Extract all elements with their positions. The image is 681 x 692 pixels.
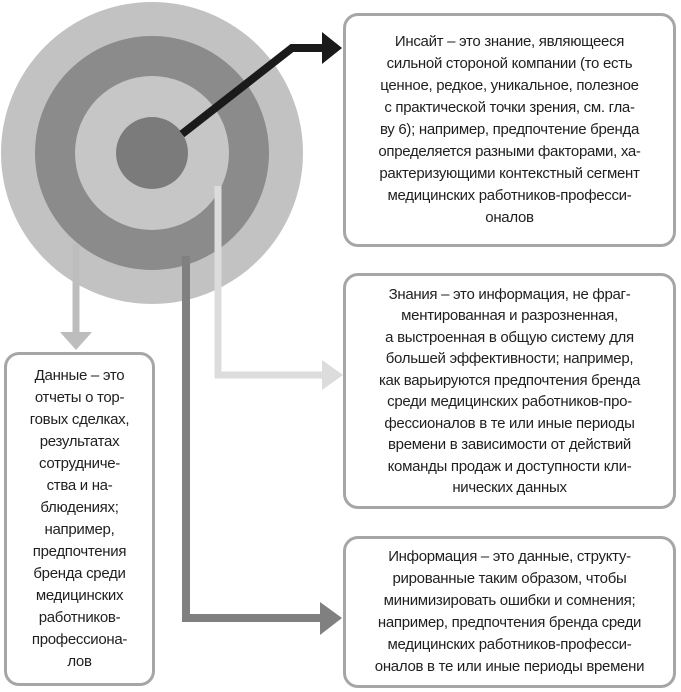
- knowledge-arrow-line: [214, 186, 324, 379]
- information-box-text: Информация – это данные, структу- рирова…: [374, 548, 645, 675]
- data-box-text: Данные – это отчеты о тор- говых сделках…: [29, 367, 130, 670]
- bullseye-center-dot: [116, 117, 188, 189]
- information-arrow-head: [320, 602, 342, 635]
- insight-arrow-head: [322, 32, 342, 64]
- insight-arrow-line: [179, 44, 324, 138]
- insight-box-text: Инсайт – это знание, являющееся сильной …: [378, 33, 641, 226]
- insight-box: Инсайт – это знание, являющееся сильной …: [343, 13, 676, 247]
- information-arrow-line: [182, 256, 322, 622]
- data-box: Данные – это отчеты о тор- говых сделках…: [4, 352, 155, 686]
- knowledge-box-text: Знания – это информация, не фраг- ментир…: [378, 285, 641, 497]
- knowledge-box: Знания – это информация, не фраг- ментир…: [343, 273, 676, 509]
- data-arrow-head: [60, 332, 92, 350]
- knowledge-arrow-head: [322, 360, 343, 390]
- information-box: Информация – это данные, структу- рирова…: [343, 536, 676, 688]
